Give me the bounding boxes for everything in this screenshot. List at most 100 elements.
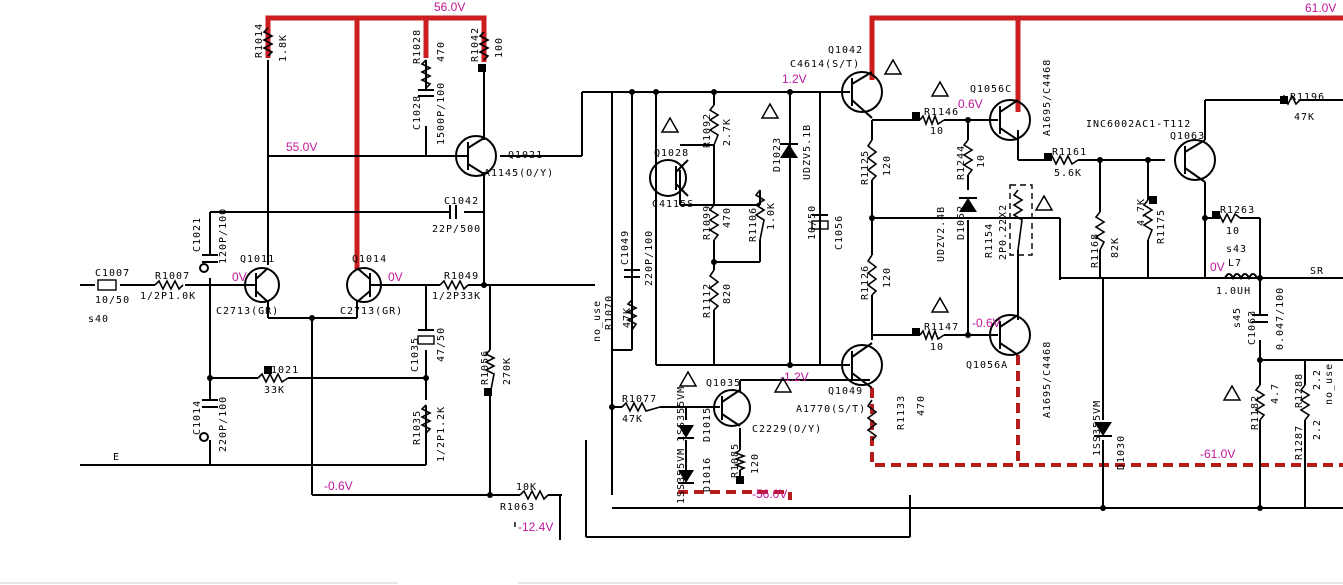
svg-text:R1063: R1063 <box>500 502 535 513</box>
svg-text:C1035: C1035 <box>410 337 421 372</box>
svg-text:Q1056C: Q1056C <box>970 84 1012 95</box>
svg-text:47/50: 47/50 <box>436 327 447 362</box>
svg-text:470: 470 <box>916 395 927 416</box>
svg-text:Q1028: Q1028 <box>654 148 689 159</box>
svg-text:2.7K: 2.7K <box>722 118 733 146</box>
svg-text:R1244: R1244 <box>956 145 967 180</box>
marker-squares <box>264 64 1288 484</box>
svg-text:1.0K: 1.0K <box>766 202 777 230</box>
svg-text:C1049: C1049 <box>620 230 631 265</box>
svg-text:R1154: R1154 <box>984 223 995 258</box>
voltage-q1011: 0V <box>232 270 247 284</box>
voltage-q1014: 0V <box>388 270 403 284</box>
svg-text:Q1035: Q1035 <box>706 378 741 389</box>
svg-text:R1126: R1126 <box>860 265 871 300</box>
svg-text:R1182: R1182 <box>1250 395 1261 430</box>
warning-triangle-icons <box>660 58 1242 401</box>
svg-text:C1021: C1021 <box>192 217 203 252</box>
svg-text:C1063: C1063 <box>1247 310 1258 345</box>
svg-text:R1028: R1028 <box>412 29 423 64</box>
svg-text:D1023: D1023 <box>772 137 783 172</box>
svg-text:33K: 33K <box>264 385 285 396</box>
svg-text:R1070: R1070 <box>604 295 615 330</box>
resistor-labels: R1014 1.8K R1028 470 R1042 100 R1007 1/2… <box>140 23 1335 513</box>
svg-text:1SS355VM: 1SS355VM <box>676 386 687 442</box>
svg-text:Q1056A: Q1056A <box>966 360 1008 371</box>
voltage-neg-0-6v-right: -0.6V <box>972 316 1001 330</box>
voltage-l7: 0V <box>1210 260 1225 274</box>
svg-text:C2713(GR): C2713(GR) <box>216 306 279 317</box>
misc-labels: s40 s43 s45 E SR L7 1.0UH <box>88 244 1324 463</box>
q1028-transistor <box>649 159 689 197</box>
svg-text:82K: 82K <box>1110 237 1121 258</box>
svg-text:0.047/100: 0.047/100 <box>1275 287 1286 350</box>
svg-text:R1092: R1092 <box>702 113 713 148</box>
svg-text:10K: 10K <box>516 482 537 493</box>
svg-text:C1007: C1007 <box>95 268 130 279</box>
q1049-transistor <box>841 342 883 389</box>
voltage-neg-61v: -61.0V <box>1200 447 1235 461</box>
svg-text:R1077: R1077 <box>622 394 657 405</box>
svg-text:1.8K: 1.8K <box>278 34 289 62</box>
q1014-transistor <box>346 267 382 303</box>
svg-text:R1035: R1035 <box>412 410 423 445</box>
svg-text:4.7K: 4.7K <box>1136 198 1147 226</box>
svg-text:C1056: C1056 <box>834 215 845 250</box>
q1063-transistor <box>1174 139 1216 183</box>
svg-text:R1021: R1021 <box>264 365 299 376</box>
svg-text:D1015: D1015 <box>702 407 713 442</box>
svg-text:1/2P1.2K: 1/2P1.2K <box>436 406 447 462</box>
svg-text:UDZV5.1B: UDZV5.1B <box>802 124 813 180</box>
svg-text:C1028: C1028 <box>412 95 423 130</box>
svg-text:s43: s43 <box>1226 244 1247 255</box>
svg-text:1/2P1.0K: 1/2P1.0K <box>140 291 196 302</box>
svg-text:R1099: R1099 <box>702 205 713 240</box>
svg-text:220P/100: 220P/100 <box>218 396 229 452</box>
svg-text:10: 10 <box>930 342 944 353</box>
svg-text:Q1063: Q1063 <box>1170 131 1205 142</box>
svg-text:R1168: R1168 <box>1090 233 1101 268</box>
svg-text:47K: 47K <box>622 414 643 425</box>
q1056c-transistor <box>989 99 1031 141</box>
q1021-transistor <box>455 135 497 177</box>
svg-text:SR: SR <box>1310 266 1324 277</box>
svg-text:10: 10 <box>976 154 987 168</box>
svg-text:Q1021: Q1021 <box>508 150 543 161</box>
svg-text:D1016: D1016 <box>702 457 713 492</box>
svg-text:D1052: D1052 <box>956 205 967 240</box>
svg-text:10/50: 10/50 <box>95 295 130 306</box>
transistor-labels: Q1021 A1145(O/Y) Q1011 C2713(GR) Q1014 C… <box>216 45 1205 435</box>
q1035-transistor <box>713 389 751 427</box>
svg-text:C1042: C1042 <box>444 196 479 207</box>
svg-text:R1125: R1125 <box>860 150 871 185</box>
svg-text:R1056: R1056 <box>480 350 491 385</box>
voltage-neg-12-4v: -12.4V <box>518 520 553 534</box>
svg-text:C2229(O/Y): C2229(O/Y) <box>752 424 822 435</box>
svg-text:C1014: C1014 <box>192 400 203 435</box>
diode-symbols <box>678 143 1112 484</box>
svg-text:R1161: R1161 <box>1052 147 1087 158</box>
svg-text:UDZV2.4B: UDZV2.4B <box>936 206 947 262</box>
voltage-0-6v: 0.6V <box>958 97 983 111</box>
svg-text:R1263: R1263 <box>1220 205 1255 216</box>
q1042-transistor <box>841 71 883 119</box>
wiring-left <box>80 60 820 540</box>
voltage-56v: 56.0V <box>434 0 465 14</box>
capacitor-labels: C1028 1500P/100 C1042 22P/500 C1021 120P… <box>95 82 1286 452</box>
voltage-1-2v: 1.2V <box>782 72 807 86</box>
svg-text:A1145(O/Y): A1145(O/Y) <box>484 168 554 179</box>
svg-text:Q1014: Q1014 <box>352 254 387 265</box>
svg-text:R1112: R1112 <box>702 283 713 318</box>
svg-text:C4614(S/T): C4614(S/T) <box>790 59 860 70</box>
svg-text:R1085: R1085 <box>730 443 741 478</box>
svg-text:R1287: R1287 <box>1294 425 1305 460</box>
svg-text:22P/500: 22P/500 <box>432 224 481 235</box>
svg-text:120P/100: 120P/100 <box>218 208 229 264</box>
svg-text:R1196: R1196 <box>1290 92 1325 103</box>
svg-text:R1049: R1049 <box>444 271 479 282</box>
svg-text:47K: 47K <box>622 307 633 328</box>
voltage-neg-1-2v: -1.2V <box>780 370 809 384</box>
svg-text:47K: 47K <box>1294 112 1315 123</box>
svg-text:L7: L7 <box>1228 258 1242 269</box>
